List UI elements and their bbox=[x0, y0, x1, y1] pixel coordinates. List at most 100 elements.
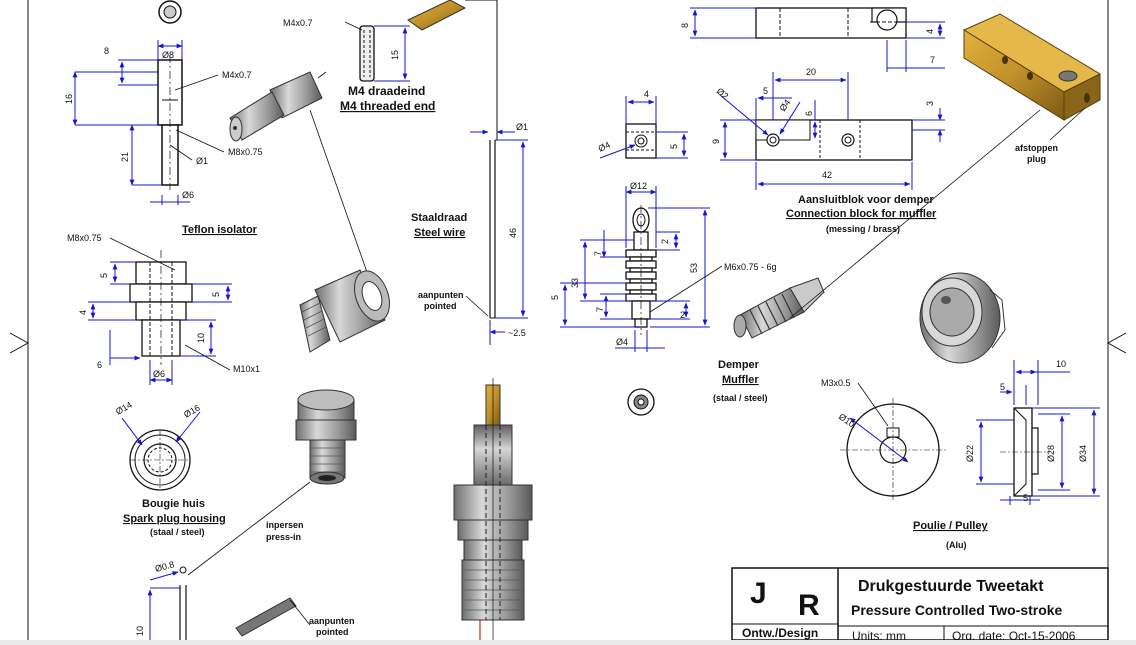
pulley-dim-d28: Ø28 bbox=[1046, 445, 1056, 462]
pulley-dim-5b: 5 bbox=[1023, 493, 1028, 503]
muffler-material: (staal / steel) bbox=[713, 393, 768, 403]
muffler-dim-53: 53 bbox=[689, 263, 699, 273]
dim-8: 8 bbox=[104, 46, 109, 56]
thread-m4x07: M4x0.7 bbox=[283, 18, 313, 28]
wire-dim-10: 10 bbox=[135, 626, 145, 636]
dim-15: 15 bbox=[390, 50, 400, 60]
block-dim-d2: Ø2 bbox=[715, 86, 731, 101]
pulley: M3x0.5 Ø10 10 5 Ø22 Ø28 Ø34 5 Poulie / P… bbox=[821, 272, 1100, 550]
bottom-pointed-nl: aanpunten bbox=[309, 616, 355, 626]
pulley-material: (Alu) bbox=[946, 540, 967, 550]
teflon-title: Teflon isolator bbox=[182, 224, 258, 236]
housing-dim-4: 4 bbox=[78, 310, 88, 315]
block-dim-5: 5 bbox=[763, 86, 768, 96]
dim-d8: Ø8 bbox=[162, 50, 174, 60]
housing-dim-d16: Ø16 bbox=[182, 403, 202, 420]
muffler-dim-5: 5 bbox=[550, 295, 560, 300]
spark-plug-title-en: Spark plug housing bbox=[123, 513, 226, 525]
block-dim-9: 9 bbox=[711, 139, 721, 144]
nut-top-view bbox=[627, 388, 655, 416]
initial-r: R bbox=[798, 589, 820, 622]
block-title-en: Connection block for muffler bbox=[786, 208, 937, 220]
wire-dim-25: ~2.5 bbox=[508, 328, 526, 338]
top-circle-view bbox=[158, 0, 182, 24]
center-assembly bbox=[453, 378, 533, 640]
housing-dim-10: 10 bbox=[196, 333, 206, 343]
plug-note-nl: afstoppen bbox=[1015, 143, 1058, 153]
thread-m8-housing: M8x0.75 bbox=[67, 233, 102, 243]
org-date: Org. date: Oct-15-2006 bbox=[952, 629, 1076, 640]
spark-plug-render: inpersen press-in bbox=[187, 389, 357, 576]
muffler-thread: M6x0.75 - 6g bbox=[724, 262, 777, 272]
spark-plug-material: (staal / steel) bbox=[150, 527, 205, 537]
dim-d6: Ø6 bbox=[182, 190, 194, 200]
steel-wire-title-en: Steel wire bbox=[414, 227, 465, 239]
pulley-dim-d22: Ø22 bbox=[965, 445, 975, 462]
block-dim-4: 4 bbox=[925, 29, 935, 34]
dim-21: 21 bbox=[120, 152, 130, 162]
initial-j: J bbox=[750, 577, 767, 610]
muffler-render bbox=[733, 109, 1041, 339]
thread-m8: M8x0.75 bbox=[228, 147, 263, 157]
dim-16: 16 bbox=[64, 94, 74, 104]
wire-dim-d08: Ø0.8 bbox=[154, 559, 175, 574]
steel-wire-title-nl: Staaldraad bbox=[411, 212, 467, 224]
housing-render bbox=[299, 269, 390, 353]
press-in-nl: inpersen bbox=[266, 520, 304, 530]
bottom-pointed-en: pointed bbox=[316, 627, 349, 637]
muffler-dim-33: 33 bbox=[570, 278, 580, 288]
pulley-dim-10: 10 bbox=[1056, 359, 1066, 369]
block-dim-6: 6 bbox=[804, 111, 814, 116]
housing-dim-6: 6 bbox=[97, 360, 102, 370]
wire-dim-d1: Ø1 bbox=[516, 122, 528, 132]
housing-section: M8x0.75 M10x1 5 5 4 10 6 Ø6 bbox=[67, 233, 260, 385]
dim-d1: Ø1 bbox=[196, 156, 208, 166]
muffler-dim-2b: 2 bbox=[680, 310, 685, 320]
drawing-title-en: Pressure Controlled Two-stroke bbox=[851, 602, 1063, 618]
pointed-note-nl: aanpunten bbox=[418, 290, 464, 300]
threaded-end-title-nl: M4 draadeind bbox=[348, 84, 425, 98]
block-dim-3: 3 bbox=[925, 101, 935, 106]
endview-dim-d4: Ø4 bbox=[597, 140, 612, 154]
pulley-dim-d34: Ø34 bbox=[1078, 445, 1088, 462]
block-dim-20: 20 bbox=[806, 67, 816, 77]
muffler-dim-2a: 2 bbox=[660, 239, 670, 244]
brass-rod-render bbox=[407, 0, 467, 31]
press-in-en: press-in bbox=[266, 532, 301, 542]
thread-m10: M10x1 bbox=[233, 364, 260, 374]
bottom-wire: Ø0.8 10 aanpunten pointed bbox=[135, 559, 355, 640]
threaded-end: M4x0.7 15 M4 draadeind M4 threaded end bbox=[229, 0, 467, 276]
muffler-dim-d4: Ø4 bbox=[616, 337, 628, 347]
spark-plug-housing-view: Ø14 Ø16 Bougie huis Spark plug housing (… bbox=[114, 400, 226, 537]
endview-dim-5: 5 bbox=[669, 144, 679, 149]
title-block: J R Ontw./Design Drukgestuurde Tweetakt … bbox=[731, 567, 1109, 643]
muffler-title-nl: Demper bbox=[718, 359, 760, 371]
threaded-end-title-en: M4 threaded end bbox=[340, 99, 435, 113]
block-dim-42: 42 bbox=[822, 170, 832, 180]
block-dim-8: 8 bbox=[680, 23, 690, 28]
drawing-title-nl: Drukgestuurde Tweetakt bbox=[858, 578, 1044, 595]
units-label: Units: mm bbox=[852, 629, 906, 640]
teflon-isolator: 8 Ø8 16 21 Ø1 Ø6 M4x0.7 M8x0.75 Teflon i… bbox=[64, 0, 263, 236]
muffler-dim-7b: 7 bbox=[595, 307, 605, 312]
block-title-nl: Aansluitblok voor demper bbox=[798, 194, 934, 206]
housing-dim-d14: Ø14 bbox=[114, 400, 134, 417]
pulley-title: Poulie / Pulley bbox=[913, 520, 988, 532]
spark-plug-title-nl: Bougie huis bbox=[142, 498, 205, 510]
design-label: Ontw./Design bbox=[742, 626, 818, 640]
muffler-drawing: Ø12 2 7 33 53 5 7 2 Ø4 M6x0.75 - 6g Demp… bbox=[550, 181, 777, 403]
housing-dim-d6: Ø6 bbox=[153, 369, 165, 379]
block-dim-d4: Ø4 bbox=[777, 98, 792, 114]
pulley-thread: M3x0.5 bbox=[821, 378, 851, 388]
sheet-border bbox=[9, 0, 1127, 640]
pointed-note-en: pointed bbox=[424, 301, 457, 311]
muffler-title-en: Muffler bbox=[722, 374, 759, 386]
endview-dim-4: 4 bbox=[644, 89, 649, 99]
block-material: (messing / brass) bbox=[826, 224, 900, 234]
muffler-dim-7a: 7 bbox=[593, 251, 603, 256]
housing-dim-5a: 5 bbox=[99, 273, 109, 278]
steel-wire: Ø1 46 ~2.5 Staaldraad Steel wire aanpunt… bbox=[411, 0, 528, 345]
plug-note-en: plug bbox=[1027, 154, 1046, 164]
